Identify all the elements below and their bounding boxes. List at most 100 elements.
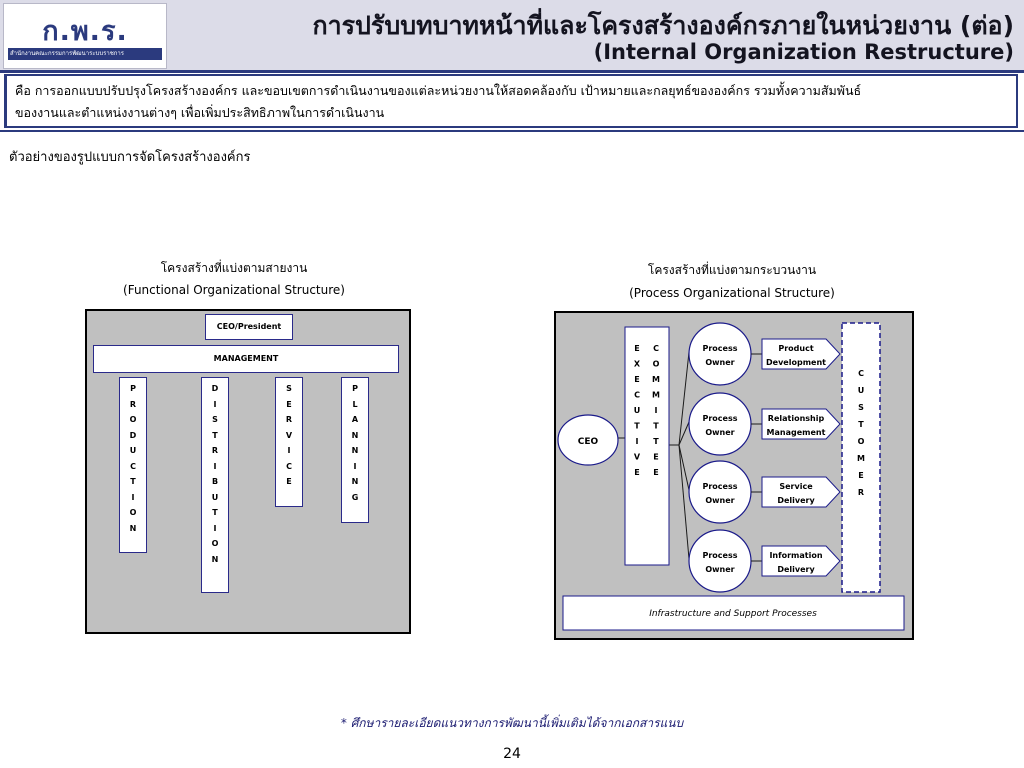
page-title-thai: การปรับบทบาทหน้าที่และโครงสร้างองค์กรภาย…: [312, 11, 1014, 40]
ceo-connector-lines: [618, 351, 690, 560]
column-letter: B: [211, 477, 219, 486]
column-letter: G: [351, 492, 359, 502]
definition-line-2: ของงานและตำแหน่งงานต่างๆ เพื่อเพิ่มประสิ…: [15, 105, 385, 120]
committee-letter: M: [652, 375, 660, 384]
process-name: Relationship: [768, 414, 825, 423]
column-letter: L: [352, 399, 358, 409]
customer-letter: M: [857, 454, 865, 463]
column-letter: I: [213, 523, 217, 533]
committee-letter: M: [652, 391, 660, 400]
process-owner-label: Owner: [705, 565, 734, 574]
logo-subtitle: สำนักงานคณะกรรมการพัฒนาระบบราชการ: [10, 50, 125, 57]
process-name: Service: [779, 482, 813, 491]
executive-letter: I: [636, 437, 639, 446]
header-bar: ก.พ.ร. สำนักงานคณะกรรมการพัฒนาระบบราชการ…: [0, 0, 1024, 72]
executive-letter: E: [634, 468, 639, 477]
executive-letter: E: [634, 375, 639, 384]
committee-letter: E: [653, 453, 658, 462]
column-letter: C: [286, 461, 292, 471]
process-arrow-box: [761, 338, 841, 370]
logo-text: ก.พ.ร.: [42, 16, 128, 47]
column-letter: D: [129, 430, 137, 440]
page-title-english: (Internal Organization Restructure): [593, 40, 1014, 64]
column-letter: I: [213, 461, 217, 471]
column-letter: P: [352, 384, 358, 393]
process-rows: ProcessOwnerProductDevelopmentProcessOwn…: [688, 322, 841, 593]
process-caption-thai: โครงสร้างที่แบ่งตามกระบวนงาน: [647, 263, 817, 277]
process-name: Delivery: [777, 496, 815, 505]
column-letter: C: [130, 461, 136, 471]
executive-letter: E: [634, 344, 639, 353]
customer-letter: C: [858, 369, 864, 378]
ceo-label: CEO: [578, 437, 599, 447]
process-owner-label: Process: [703, 414, 738, 423]
column-letter: I: [213, 399, 217, 409]
committee-letter: O: [653, 360, 660, 369]
process-owner-label: Process: [703, 344, 738, 353]
executive-letter: U: [634, 406, 641, 415]
customer-letter: U: [858, 386, 865, 395]
committee-letter: E: [653, 468, 658, 477]
process-name: Information: [769, 551, 822, 560]
process-name: Development: [766, 358, 826, 367]
column-letter: O: [129, 508, 137, 517]
column-letter: U: [211, 492, 219, 502]
process-owner-label: Owner: [705, 358, 734, 367]
column-letter: I: [353, 461, 357, 471]
process-owner-node: [688, 460, 752, 524]
column-letter: T: [212, 430, 218, 440]
executive-committee-box: [624, 326, 670, 566]
process-owner-node: [688, 392, 752, 456]
process-owner-node: [688, 529, 752, 593]
column-letter: N: [351, 477, 359, 486]
process-arrow-box: [761, 476, 841, 508]
committee-letter: I: [655, 406, 658, 415]
column-letter: T: [212, 508, 218, 517]
management-box: MANAGEMENT: [93, 345, 399, 373]
column-letter: I: [131, 492, 135, 502]
executive-letter: C: [634, 391, 640, 400]
customer-letter: S: [858, 403, 864, 412]
column-letter: N: [211, 554, 219, 564]
executive-letter: V: [634, 453, 641, 462]
column-letter: N: [351, 430, 359, 440]
process-name: Delivery: [777, 565, 815, 574]
infrastructure-label: Infrastructure and Support Processes: [649, 609, 817, 619]
customer-box: [841, 322, 881, 593]
column-letter: T: [130, 477, 136, 486]
column-letter: E: [286, 399, 292, 409]
column-letter: N: [129, 523, 137, 533]
functional-caption-thai: โครงสร้างที่แบ่งตามสายงาน: [160, 261, 308, 275]
column-letter: U: [129, 446, 137, 455]
process-caption-english: (Process Organizational Structure): [629, 286, 835, 300]
process-arrow-box: [761, 545, 841, 577]
definition-box: คือ การออกแบบปรับปรุงโครงสร้างองค์กร และ…: [4, 74, 1018, 128]
definition-divider: [0, 130, 1024, 132]
customer-letter: R: [858, 488, 864, 497]
column-letter: D: [211, 384, 219, 393]
footnote: * ศึกษารายละเอียดแนวทางการพัฒนานี้เพิ่มเ…: [340, 716, 684, 730]
process-name: Management: [767, 428, 826, 437]
infrastructure-box: [562, 595, 905, 631]
executive-letter: T: [634, 422, 640, 431]
column-letter: P: [130, 384, 136, 393]
customer-letter: T: [858, 420, 864, 429]
customer-letter: E: [858, 471, 863, 480]
committee-letter: T: [653, 437, 659, 446]
process-owner-label: Owner: [705, 496, 734, 505]
page-number: 24: [503, 746, 521, 762]
column-letter: O: [211, 539, 219, 548]
process-owner-label: Owner: [705, 428, 734, 437]
ceo-president-box: CEO/President: [205, 314, 293, 340]
process-owner-label: Process: [703, 551, 738, 560]
executive-letter: X: [634, 360, 641, 369]
column-letter: N: [351, 446, 359, 455]
process-owner-label: Process: [703, 482, 738, 491]
